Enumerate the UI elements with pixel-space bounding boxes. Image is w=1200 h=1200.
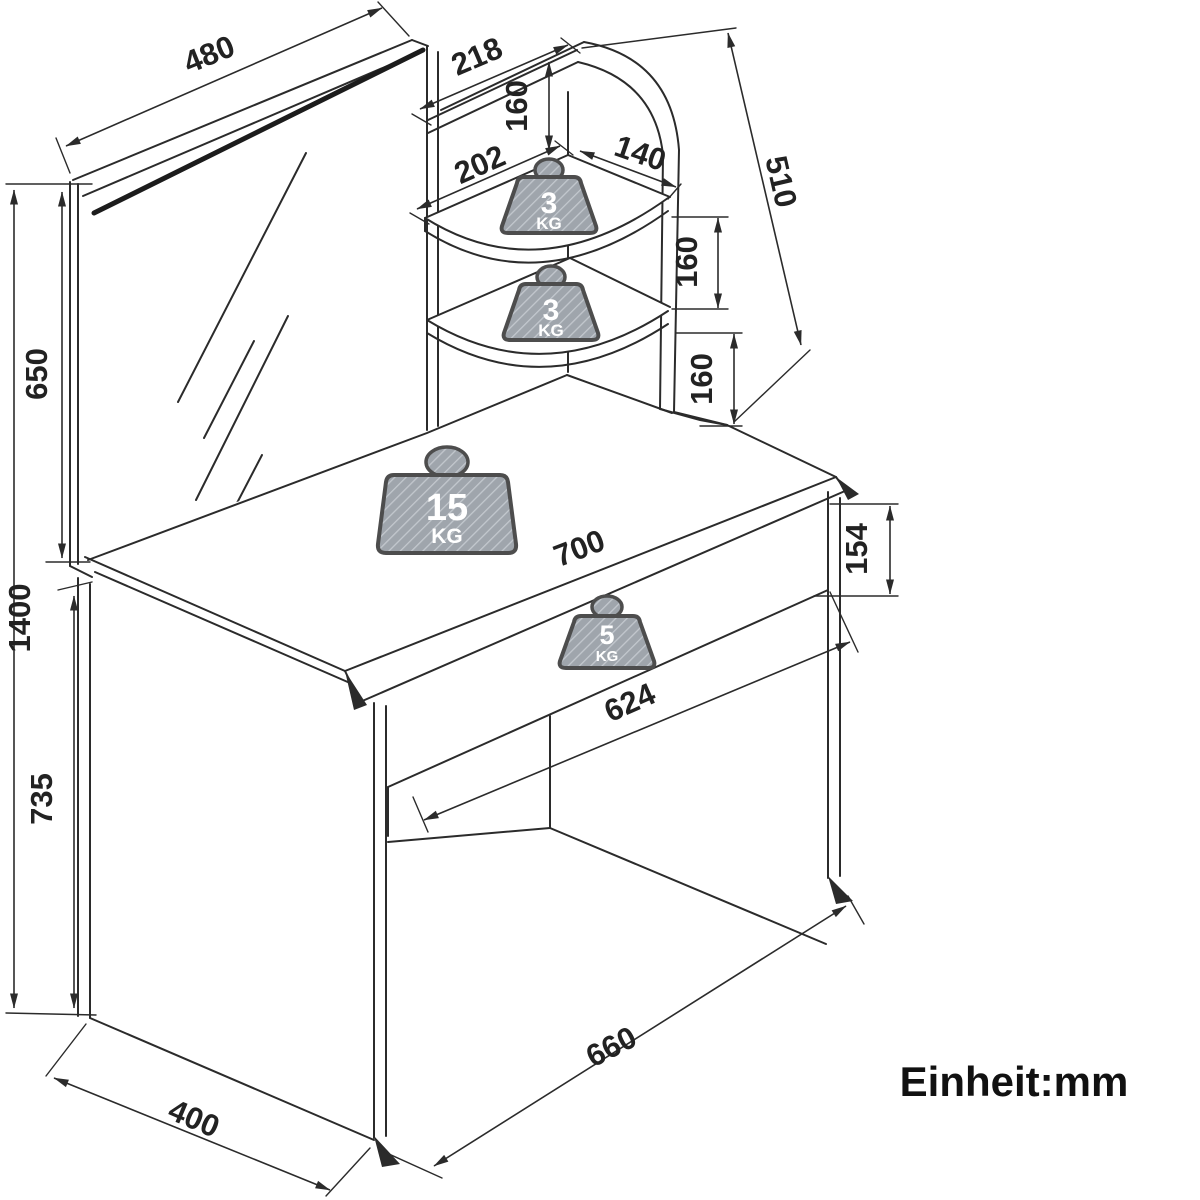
dim-160-top-label: 160 — [499, 80, 534, 132]
dim-650-label: 650 — [19, 348, 54, 400]
dim-480-label: 480 — [179, 28, 240, 80]
weight-3kg-bottom-icon: 3 KG — [501, 264, 601, 342]
badge-3kg-bottom-unit: KG — [538, 321, 564, 340]
dim-160-top: 160 — [499, 61, 553, 151]
dim-735-label: 735 — [24, 773, 59, 825]
badge-5kg-unit: KG — [596, 648, 619, 665]
dim-202-label: 202 — [449, 138, 510, 191]
mirror-reflection-lines — [177, 152, 307, 529]
dim-510-label: 510 — [758, 152, 804, 210]
dim-624-label: 624 — [599, 676, 661, 729]
dim-160-low-label: 160 — [684, 353, 719, 405]
unit-note: Einheit:mm — [900, 1058, 1129, 1105]
dim-400-label: 400 — [163, 1092, 224, 1144]
dim-660: 660 — [379, 895, 865, 1179]
badge-3kg-top-unit: KG — [536, 214, 562, 233]
dim-140-label: 140 — [610, 128, 670, 178]
dim-400: 400 — [45, 1023, 371, 1197]
dim-160-mid-label: 160 — [669, 236, 704, 288]
dim-160-low: 160 — [675, 332, 743, 427]
dim-660-label: 660 — [580, 1019, 642, 1074]
dim-154: 154 — [813, 503, 899, 597]
dim-735: 735 — [24, 581, 93, 1009]
badge-15kg-unit: KG — [431, 525, 463, 548]
dim-160-mid: 160 — [669, 216, 729, 310]
badge-15kg-value: 15 — [426, 487, 468, 529]
dim-154-label: 154 — [839, 522, 874, 574]
badge-5kg-value: 5 — [599, 620, 614, 650]
dim-1400-label: 1400 — [2, 584, 37, 653]
corner-shelf-unit — [424, 41, 728, 431]
badge-3kg-bottom-value: 3 — [543, 294, 560, 327]
weight-15kg-icon: 15 KG — [375, 445, 519, 555]
dim-650: 650 — [5, 183, 93, 563]
dim-1400: 1400 — [2, 189, 97, 1016]
